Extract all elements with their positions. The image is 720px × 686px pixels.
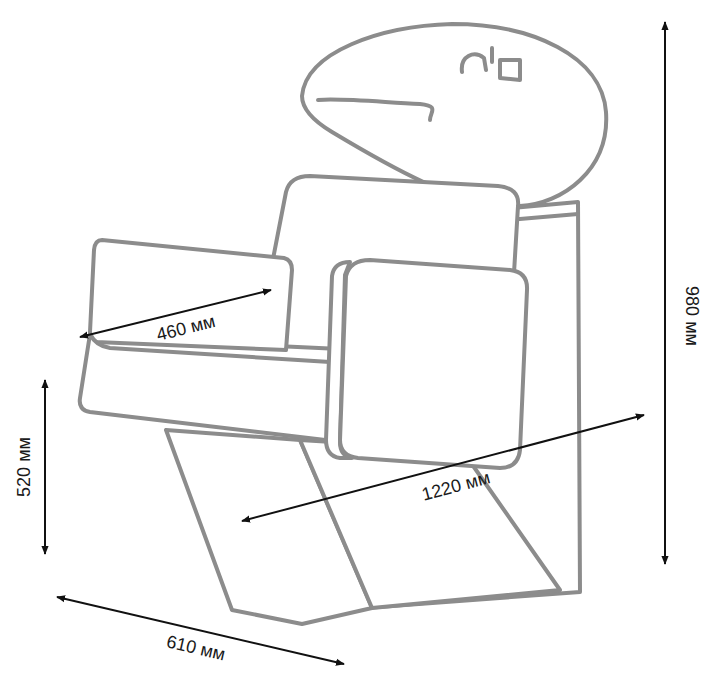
base-side xyxy=(300,440,560,608)
dimension-arrow xyxy=(44,380,46,554)
seat-front xyxy=(80,334,342,442)
dimension-arrow xyxy=(242,415,644,521)
right-armrest xyxy=(340,260,527,468)
left-armrest xyxy=(90,240,292,350)
dimension-label: 610 мм xyxy=(165,633,227,664)
basin-rim xyxy=(318,99,433,120)
dimension-arrow xyxy=(664,22,666,564)
faucet xyxy=(462,48,520,80)
dimension-arrow xyxy=(57,597,344,664)
dimension-label: 520 мм xyxy=(15,437,33,497)
dimension-label: 980 мм xyxy=(683,286,701,346)
